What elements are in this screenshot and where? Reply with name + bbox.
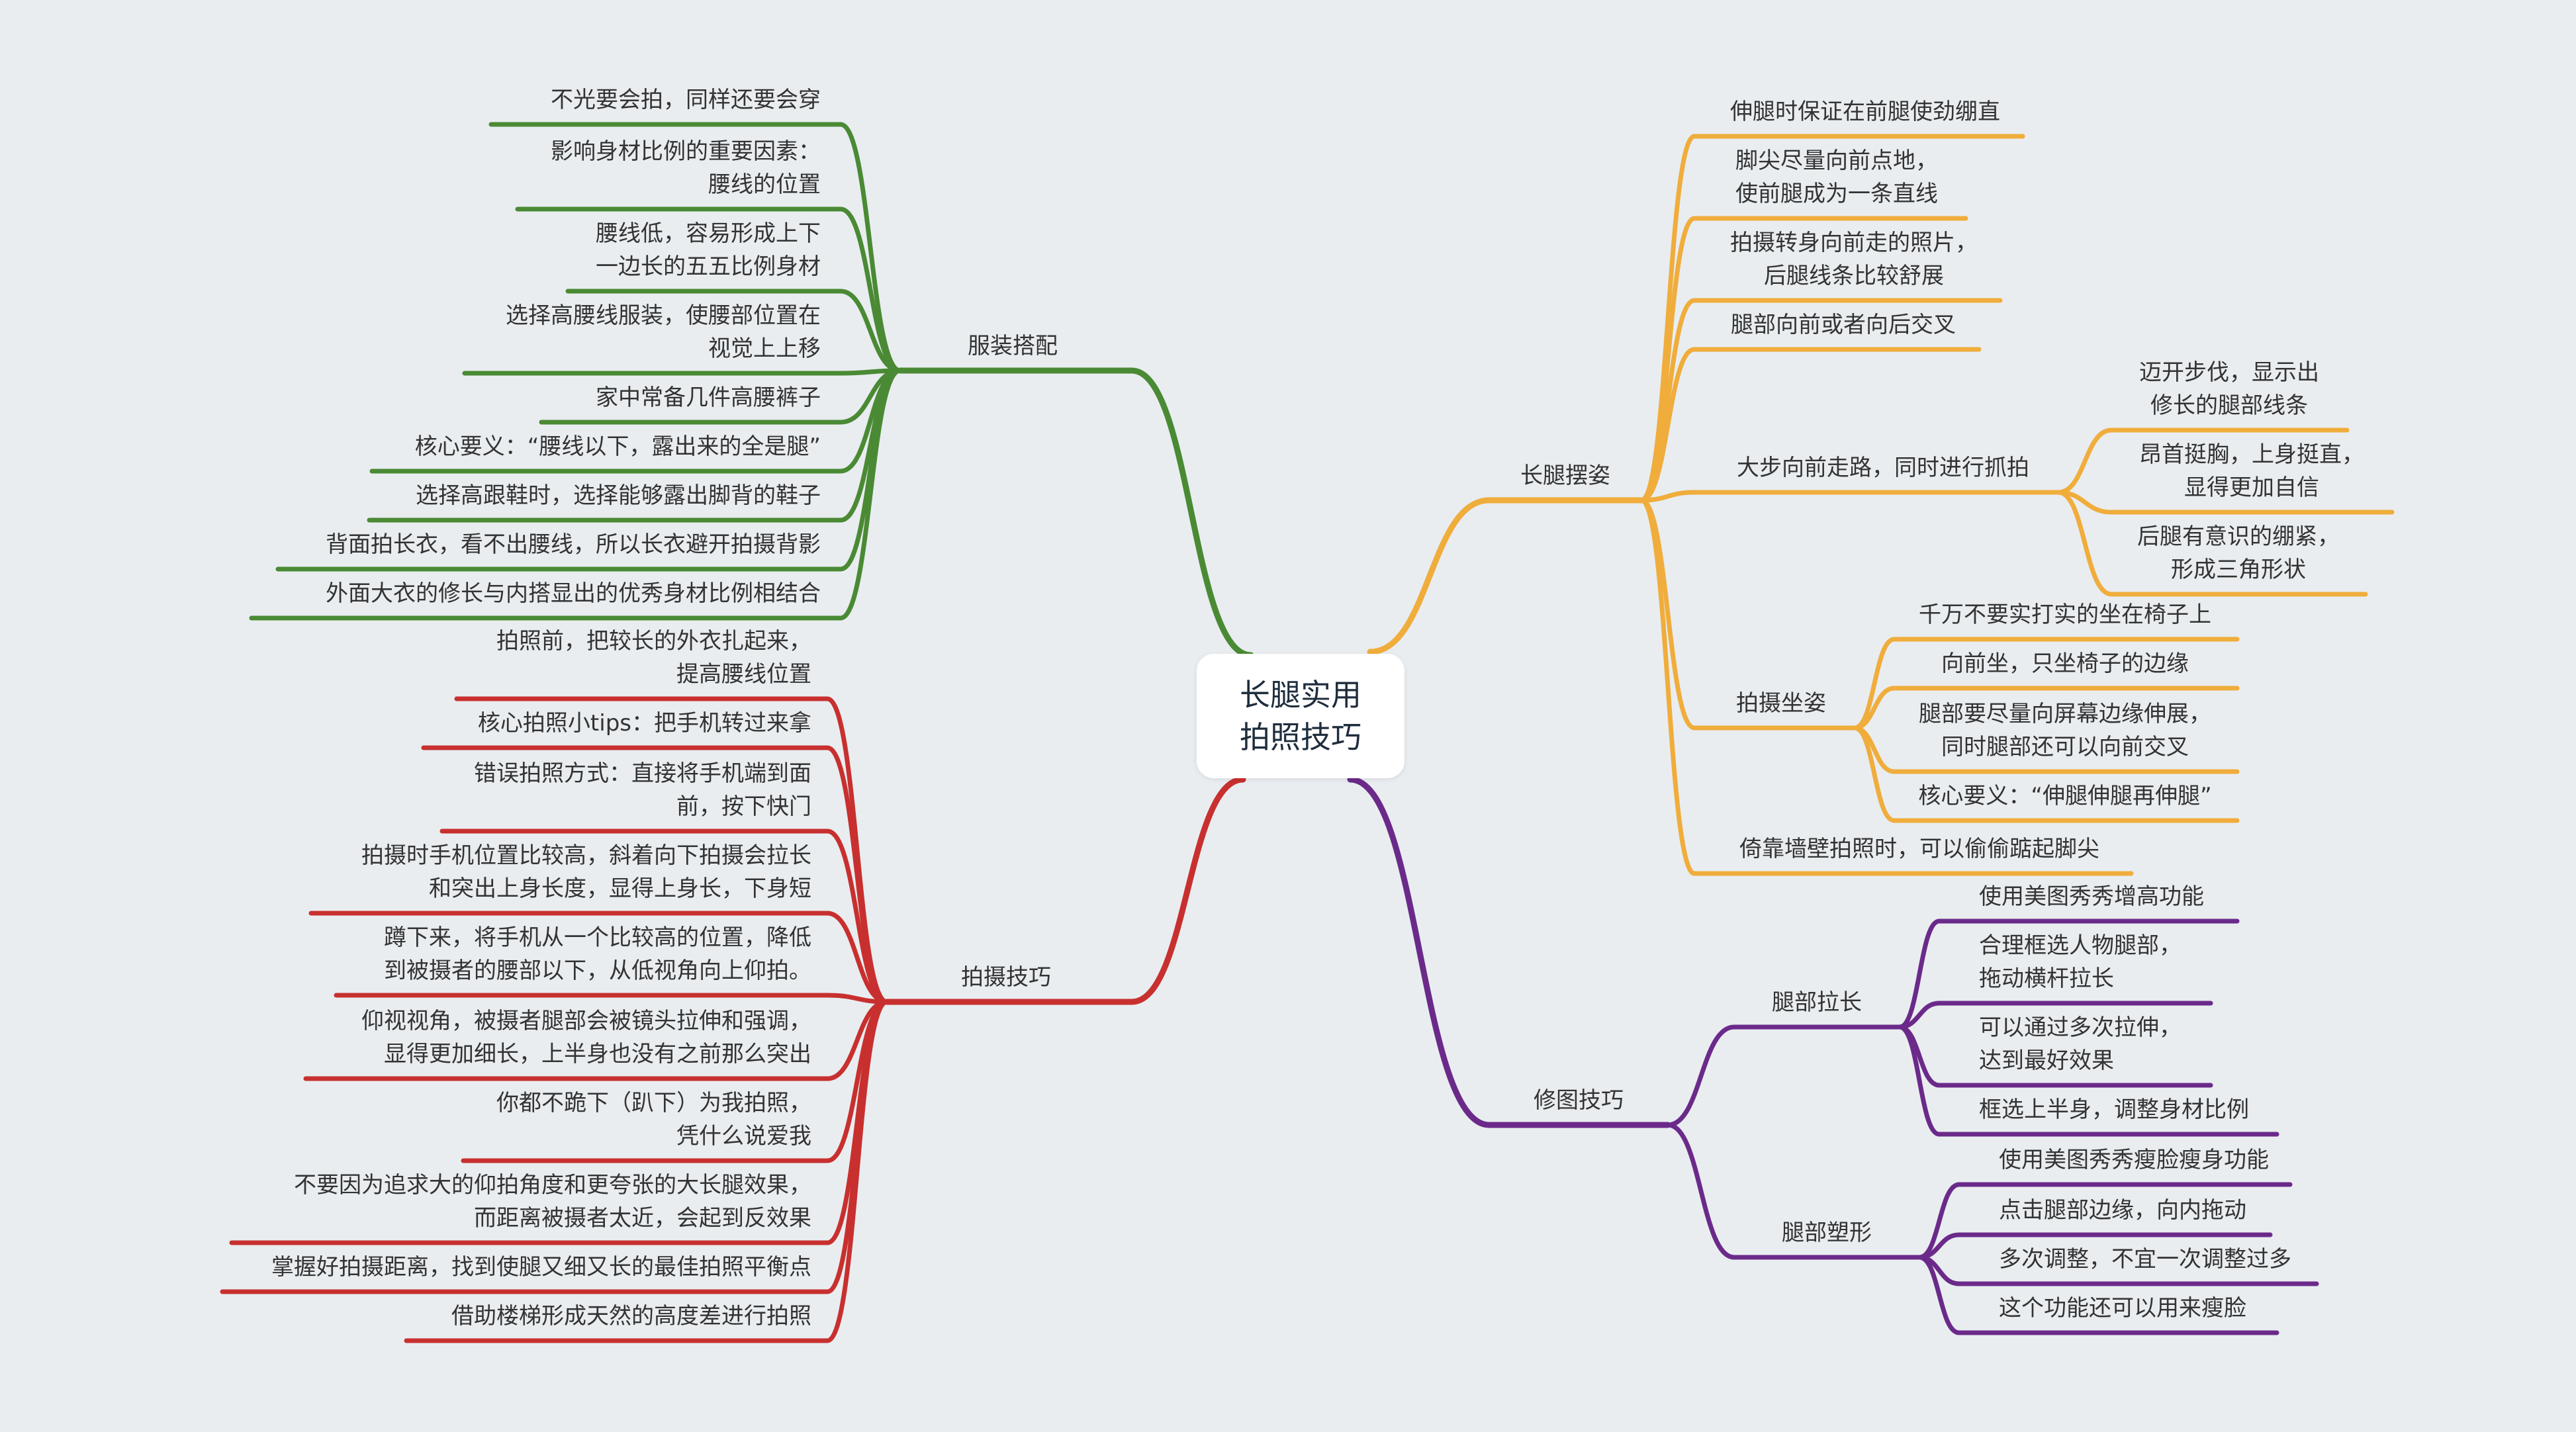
branch-label-shooting[interactable]: 拍摄技巧	[961, 964, 1051, 991]
leaf-clothing-7[interactable]: 背面拍长衣，看不出腰线，所以长衣避开拍摄背影	[326, 531, 821, 558]
child-link-pose	[1852, 725, 1897, 823]
child-retouch-1-3[interactable]: 这个功能还可以用来瘦脸	[1999, 1295, 2246, 1321]
leaf-clothing-8[interactable]: 外面大衣的修长与内搭显出的优秀身材比例相结合	[326, 580, 821, 607]
child-pose-4-2[interactable]: 后腿有意识的绷紧， 形成三角形状	[2137, 523, 2340, 583]
root-link-pose	[1367, 497, 1493, 655]
item-pose-0[interactable]: 伸腿时保证在前腿使劲绷直	[1730, 99, 2000, 125]
leaf-link-clothing	[838, 206, 903, 373]
child-retouch-1-0[interactable]: 使用美图秀秀瘦脸瘦身功能	[1999, 1147, 2269, 1173]
child-link-pose	[2056, 490, 2114, 597]
branch-label-pose[interactable]: 长腿摆姿	[1520, 463, 1610, 489]
child-pose-4-0[interactable]: 迈开步伐，显示出 修长的腿部线条	[2139, 359, 2319, 419]
item-link-retouch	[1665, 1122, 1737, 1260]
item-link-pose	[1639, 216, 1697, 503]
leaf-shooting-3[interactable]: 拍摄时手机位置比较高，斜着向下拍摄会拉长 和突出上身长度，显得上身长，下身短	[361, 842, 811, 902]
child-pose-5-2[interactable]: 腿部要尽量向屏幕边缘伸展， 同时腿部还可以向前交叉	[1919, 701, 2211, 760]
item-link-pose	[1639, 498, 1697, 876]
child-link-pose	[1852, 686, 1897, 731]
leaf-shooting-6[interactable]: 你都不跪下（趴下）为我拍照， 凭什么说爱我	[496, 1090, 811, 1149]
child-retouch-0-3[interactable]: 框选上半身，调整身材比例	[1979, 1096, 2249, 1123]
root-topic-label: 长腿实用 拍照技巧	[1240, 677, 1361, 755]
leaf-clothing-4[interactable]: 家中常备几件高腰裤子	[596, 384, 821, 411]
branch-label-clothing[interactable]: 服装搭配	[968, 333, 1058, 359]
child-retouch-0-1[interactable]: 合理框选人物腿部， 拖动横杆拉长	[1979, 932, 2182, 992]
leaf-shooting-8[interactable]: 掌握好拍摄距离，找到使腿又细又长的最佳拍照平衡点	[271, 1254, 811, 1280]
leaf-link-shooting	[825, 911, 890, 1005]
item-pose-6[interactable]: 倚靠墙壁拍照时，可以偷偷踮起脚尖	[1739, 836, 2099, 862]
child-link-retouch	[1917, 1255, 1962, 1335]
branch-label-retouch[interactable]: 修图技巧	[1534, 1087, 1624, 1114]
item-pose-2[interactable]: 拍摄转身向前走的照片， 后腿线条比较舒展	[1730, 230, 1978, 289]
item-link-retouch	[1665, 1024, 1737, 1128]
leaf-link-shooting	[825, 828, 890, 1005]
child-pose-5-0[interactable]: 千万不要实打实的坐在椅子上	[1919, 602, 2211, 628]
leaf-clothing-3[interactable]: 选择高腰线服装，使腰部位置在 视觉上上移	[506, 302, 821, 362]
root-link-retouch	[1347, 776, 1493, 1128]
leaf-shooting-4[interactable]: 蹲下来，将手机从一个比较高的位置，降低 到被摄者的腰部以下，从低视角向上仰拍。	[384, 924, 811, 984]
leaf-clothing-6[interactable]: 选择高跟鞋时，选择能够露出脚背的鞋子	[416, 482, 821, 509]
child-link-retouch	[1897, 1024, 1942, 1137]
item-pose-5[interactable]: 拍摄坐姿	[1736, 690, 1826, 717]
child-retouch-1-1[interactable]: 点击腿部边缘，向内拖动	[1999, 1197, 2246, 1224]
child-pose-5-1[interactable]: 向前坐，只坐椅子的边缘	[1941, 650, 2189, 677]
leaf-shooting-9[interactable]: 借助楼梯形成天然的高度差进行拍照	[451, 1303, 811, 1329]
leaf-link-clothing	[838, 368, 903, 621]
root-link-clothing	[1128, 367, 1254, 658]
item-retouch-1[interactable]: 腿部塑形	[1782, 1220, 1872, 1246]
leaf-shooting-7[interactable]: 不要因为追求大的仰拍角度和更夸张的大长腿效果， 而距离被摄者太近，会起到反效果	[294, 1172, 811, 1231]
item-retouch-0[interactable]: 腿部拉长	[1772, 989, 1862, 1016]
leaf-link-shooting	[825, 999, 890, 1343]
leaf-clothing-2[interactable]: 腰线低，容易形成上下 一边长的五五比例身材	[596, 220, 821, 280]
child-link-pose	[1852, 637, 1897, 731]
item-pose-1[interactable]: 脚尖尽量向前点地， 使前腿成为一条直线	[1735, 148, 1938, 207]
child-retouch-1-2[interactable]: 多次调整，不宜一次调整过多	[1999, 1246, 2291, 1273]
leaf-shooting-2[interactable]: 错误拍照方式：直接将手机端到面 前，按下快门	[474, 760, 811, 820]
leaf-shooting-1[interactable]: 核心拍照小tips：把手机转过来拿	[477, 710, 811, 737]
leaf-clothing-1[interactable]: 影响身材比例的重要因素： 腰线的位置	[551, 138, 821, 198]
child-pose-4-1[interactable]: 昂首挺胸，上身挺直， 显得更加自信	[2139, 441, 2364, 501]
child-retouch-0-0[interactable]: 使用美图秀秀增高功能	[1979, 883, 2204, 910]
item-link-pose	[1639, 490, 1697, 503]
item-pose-4[interactable]: 大步向前走路，同时进行抓拍	[1737, 455, 2029, 481]
root-topic[interactable]: 长腿实用 拍照技巧	[1197, 654, 1404, 778]
leaf-link-clothing	[838, 289, 903, 373]
child-link-retouch	[1897, 918, 1942, 1030]
item-pose-3[interactable]: 腿部向前或者向后交叉	[1731, 312, 1956, 338]
child-link-pose	[2056, 427, 2114, 495]
child-retouch-0-2[interactable]: 可以通过多次拉伸， 达到最好效果	[1979, 1014, 2182, 1074]
item-link-pose	[1639, 134, 1697, 503]
leaf-clothing-0[interactable]: 不光要会拍，同样还要会穿	[551, 87, 821, 113]
leaf-clothing-5[interactable]: 核心要义：“腰线以下，露出来的全是腿”	[414, 433, 821, 460]
child-pose-5-3[interactable]: 核心要义：“伸腿伸腿再伸腿”	[1918, 783, 2212, 809]
leaf-shooting-5[interactable]: 仰视视角，被摄者腿部会被镜头拉伸和强调， 显得更加细长，上半身也没有之前那么突出	[361, 1008, 811, 1067]
leaf-shooting-0[interactable]: 拍照前，把较长的外衣扎起来， 提高腰线位置	[496, 628, 811, 688]
item-link-pose	[1639, 347, 1697, 503]
root-link-shooting	[1128, 776, 1246, 1005]
